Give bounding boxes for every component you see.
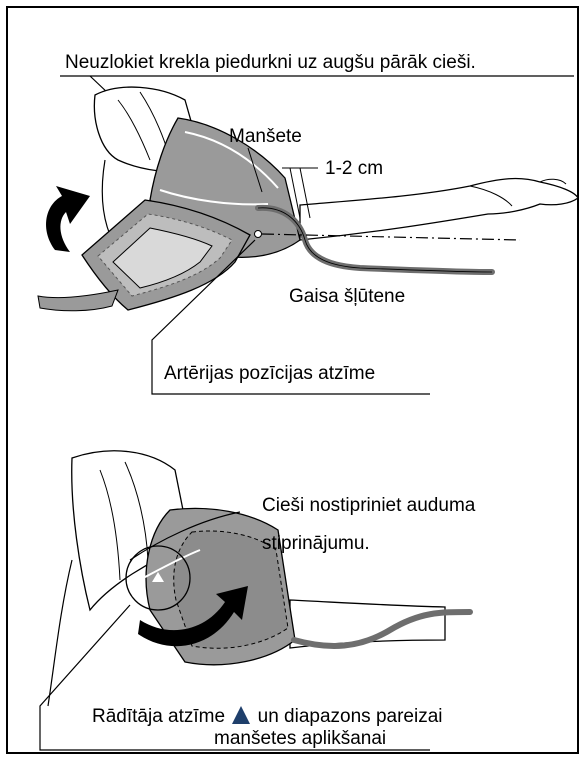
forearm-hand	[300, 179, 578, 240]
artery-mark-label: Artērijas pozīcijas atzīme	[164, 363, 375, 385]
cuff-strap-tail	[38, 290, 118, 311]
distance-label: 1-2 cm	[325, 158, 383, 180]
artery-position-mark	[255, 231, 262, 238]
index-mark-text-before: Rādītāja atzīme	[92, 706, 225, 727]
air-tube-label: Gaisa šļūtene	[289, 286, 405, 308]
cuff-label: Manšete	[229, 126, 302, 148]
index-mark-label-line1: Rādītāja atzīme un diapazons pareizai	[92, 706, 443, 728]
index-mark-label-line2: manšetes aplikšanai	[214, 728, 386, 750]
sleeve-instruction-text: Neuzlokiet krekla piedurkni uz augšu pār…	[65, 52, 476, 74]
fasten-instruction-line1: Cieši nostipriniet auduma	[262, 495, 475, 517]
wrap-arrow-top	[46, 186, 90, 252]
index-mark-text-after: un diapazons pareizai	[258, 706, 443, 727]
fasten-instruction-line2: stiprinājumu.	[262, 533, 370, 555]
index-mark-triangle-icon	[232, 706, 250, 724]
